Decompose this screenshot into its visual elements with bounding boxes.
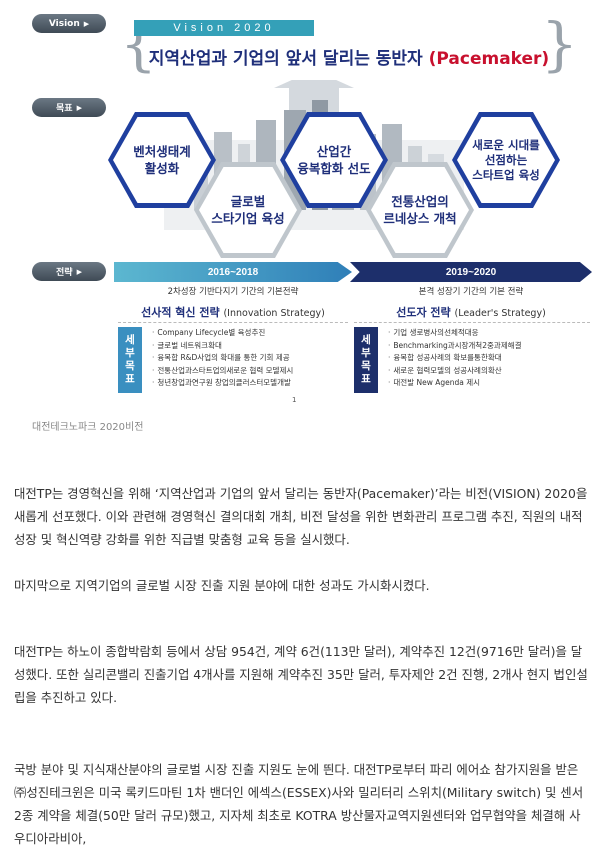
leader-items-list: 기업 생로병사의선체적대응 Benchmarking과시장개척2중과제해결 융복… xyxy=(388,327,521,390)
list-item: 청년창업과연구원 창업의클러스터모델개발 xyxy=(152,377,293,390)
play-arrow-icon: ▶ xyxy=(76,103,82,112)
goal-tag: 목표▶ xyxy=(32,98,106,117)
vision-tag: Vision▶ xyxy=(32,14,106,33)
vision-title: 지역산업과 기업의 앞서 달리는 동반자 (Pacemaker) xyxy=(148,49,550,69)
leader-strategy-title: 선도자 전략 (Leader's Strategy) xyxy=(396,306,546,319)
innovation-strategy-title: 선사적 혁신 전략 (Innovation Strategy) xyxy=(141,306,325,319)
list-item: 대전발 New Agenda 제시 xyxy=(388,377,521,390)
article-paragraph-2: 마지막으로 지역기업의 글로벌 시장 진출 지원 분야에 대한 성과도 가시화시… xyxy=(14,578,430,593)
period-bar-2019-2020: 2019~2020 xyxy=(350,262,592,282)
page-number: 1 xyxy=(292,396,297,404)
list-item: 전통산업과스타트업의새로운 협력 모델제시 xyxy=(152,365,293,378)
list-item: Company Lifecycle별 육성추진 xyxy=(152,327,293,340)
vision-statement: { } 지역산업과 기업의 앞서 달리는 동반자 (Pacemaker) xyxy=(120,12,578,73)
list-item: 기업 생로병사의선체적대응 xyxy=(388,327,521,340)
vision-caption: Vision 2020 xyxy=(134,20,314,36)
play-arrow-icon: ▶ xyxy=(76,267,82,276)
list-item: 융복합 성공사례의 확보를통한확대 xyxy=(388,352,521,365)
leader-strategy-panel: 세부목표 기업 생로병사의선체적대응 Benchmarking과시장개척2중과제… xyxy=(354,322,590,396)
list-item: 글로벌 네트워크확대 xyxy=(152,340,293,353)
article-paragraph-3: 대전TP는 하노이 종합박람회 등에서 상담 954건, 계약 6건(113만 … xyxy=(14,644,588,705)
innovation-items-list: Company Lifecycle별 육성추진 글로벌 네트워크확대 융복합 R… xyxy=(152,327,293,390)
article-paragraph-4: 국방 분야 및 지식재산분야의 글로벌 시장 진출 지원도 눈에 띈다. 대전T… xyxy=(14,762,584,846)
period-bar-2016-2018: 2016~2018 xyxy=(114,262,352,282)
period1-description: 2차성장 기반다지기 기간의 기본전략 xyxy=(167,287,299,297)
detail-goal-badge: 세부목표 xyxy=(118,327,142,393)
article-paragraph-1: 대전TP는 경영혁신을 위해 ‘지역산업과 기업의 앞서 달리는 동반자(Pac… xyxy=(14,486,588,547)
innovation-strategy-panel: 세부목표 Company Lifecycle별 육성추진 글로벌 네트워크확대 … xyxy=(118,322,348,396)
list-item: 새로운 협력모델의 성공사례의확산 xyxy=(388,365,521,378)
period2-description: 본격 성장기 기간의 기본 전략 xyxy=(418,287,524,297)
list-item: Benchmarking과시장개척2중과제해결 xyxy=(388,340,521,353)
vision-infographic: Vision▶ 목표▶ 전략▶ { } 지역산업과 기업의 앞서 달리는 동반자… xyxy=(14,0,592,433)
image-caption: 대전테크노파크 2020비전 xyxy=(32,422,144,433)
detail-goal-badge: 세부목표 xyxy=(354,327,378,393)
play-arrow-icon: ▶ xyxy=(83,19,90,28)
right-brace: } xyxy=(541,10,578,78)
strategy-tag: 전략▶ xyxy=(32,262,106,281)
list-item: 융복합 R&D사업의 확대를 통한 기회 제공 xyxy=(152,352,293,365)
